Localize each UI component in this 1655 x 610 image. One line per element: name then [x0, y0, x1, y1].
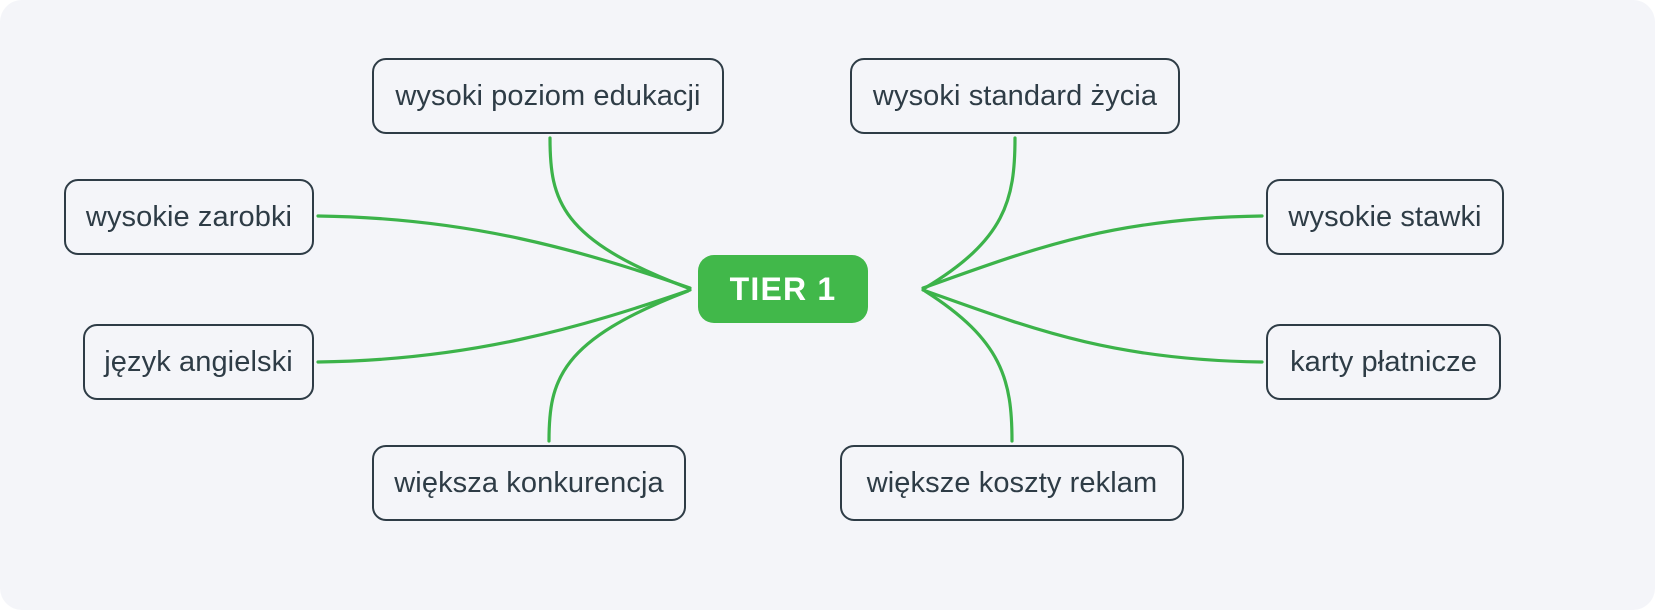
node-label: wysoki standard życia: [872, 79, 1158, 112]
node-label: wysokie zarobki: [85, 200, 293, 233]
edge-bottom-right: [923, 289, 1014, 443]
mindmap-node-mid-right-up[interactable]: wysokie stawki: [1266, 179, 1504, 255]
mindmap-node-mid-left-up[interactable]: wysokie zarobki: [64, 179, 314, 255]
mindmap-center-node[interactable]: TIER 1: [698, 255, 868, 323]
node-label: karty płatnicze: [1290, 345, 1477, 378]
node-label: większe koszty reklam: [866, 466, 1158, 499]
edge-top-right: [923, 136, 1017, 290]
node-label: język angielski: [104, 345, 293, 378]
edge-top-left: [548, 136, 690, 290]
node-label: wysoki poziom edukacji: [395, 79, 701, 112]
edge-mid-left-down: [316, 288, 692, 364]
center-node-label: TIER 1: [729, 270, 837, 307]
mindmap-node-bottom-left[interactable]: większa konkurencja: [372, 445, 686, 521]
mindmap-node-mid-left-down[interactable]: język angielski: [83, 324, 314, 400]
mindmap-node-top-right[interactable]: wysoki standard życia: [850, 58, 1180, 134]
edge-mid-left-up: [316, 214, 692, 290]
edge-mid-right-down: [921, 288, 1264, 364]
edge-bottom-left: [547, 289, 690, 443]
node-label: większa konkurencja: [394, 466, 664, 499]
mindmap-node-bottom-right[interactable]: większe koszty reklam: [840, 445, 1184, 521]
mindmap-node-mid-right-down[interactable]: karty płatnicze: [1266, 324, 1501, 400]
edge-mid-right-up: [921, 214, 1264, 290]
node-label: wysokie stawki: [1288, 200, 1482, 233]
mindmap-node-top-left[interactable]: wysoki poziom edukacji: [372, 58, 724, 134]
